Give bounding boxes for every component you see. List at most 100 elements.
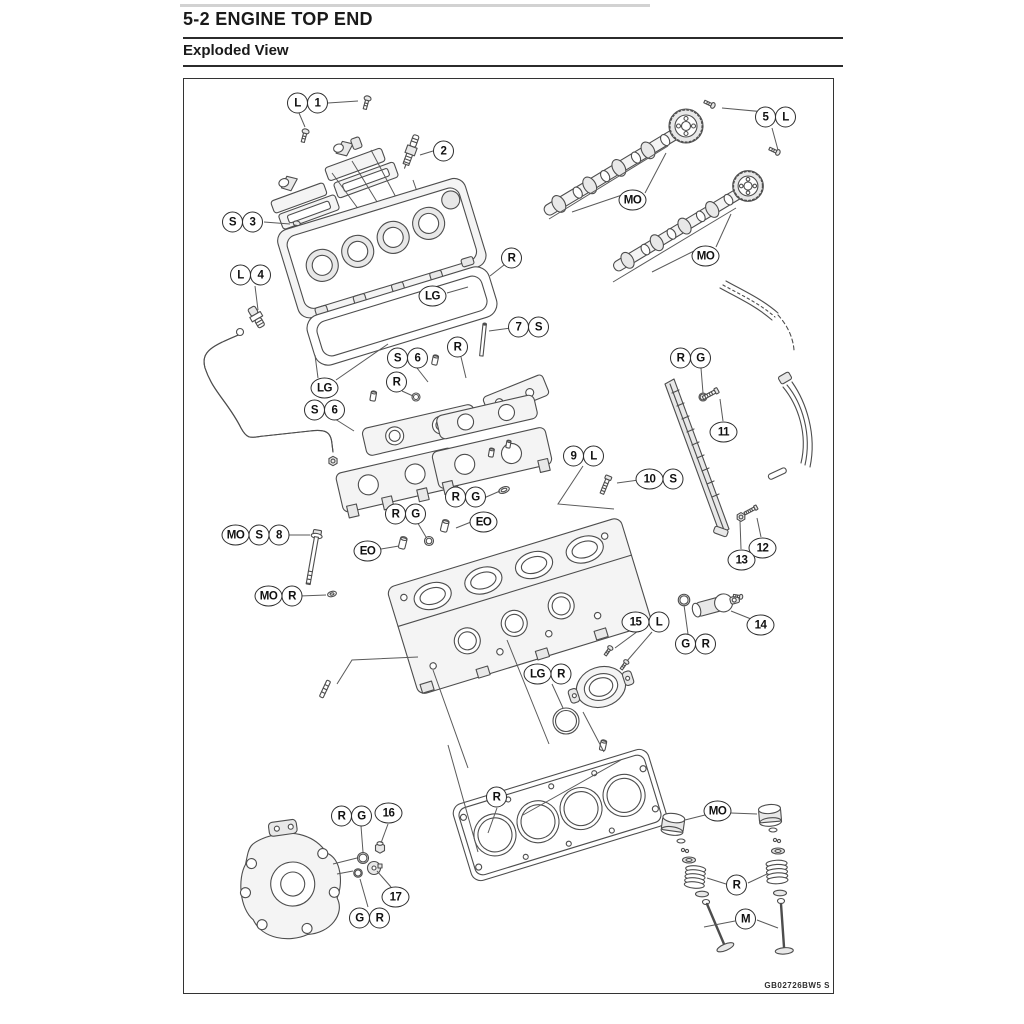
leader-line xyxy=(685,815,705,820)
figure-code: GB02726BW5 S xyxy=(764,981,830,990)
leader-line xyxy=(716,214,731,247)
outlet-screw-2 xyxy=(618,658,631,672)
valve-shim-left xyxy=(677,839,685,843)
ignition-coil-right xyxy=(318,130,386,182)
valve-guide-left xyxy=(397,535,409,551)
dowel-leader xyxy=(583,712,604,752)
outlet-screw-1 xyxy=(602,644,615,658)
leader-line xyxy=(701,368,703,393)
leader-line xyxy=(757,518,761,537)
spring-seat-left xyxy=(696,891,709,897)
coil-screw-1 xyxy=(360,94,373,111)
oil-seal-1 xyxy=(498,485,510,494)
breather-hose xyxy=(204,333,333,452)
cylinder-head xyxy=(386,517,652,696)
valve-spring-left xyxy=(683,864,707,890)
coil-plate-left xyxy=(278,194,340,230)
leader-line xyxy=(684,605,688,634)
sensor-oring xyxy=(677,593,691,607)
leader-line xyxy=(381,824,388,843)
hose-nut xyxy=(328,455,338,467)
leader-line xyxy=(381,546,399,549)
leader-line xyxy=(264,222,290,224)
valve-right xyxy=(770,902,795,956)
leader-line xyxy=(361,826,363,852)
leader-line xyxy=(315,355,318,378)
leader-line xyxy=(456,522,471,528)
spark-plug xyxy=(400,134,421,170)
leader-line xyxy=(328,101,358,103)
leader-line xyxy=(731,813,757,814)
chain-guide-rear xyxy=(768,372,813,481)
leader-line xyxy=(552,684,563,708)
tappet-bucket-right xyxy=(757,803,783,828)
valve-cover xyxy=(275,176,489,321)
leader-line xyxy=(336,344,388,380)
hose-clamp xyxy=(237,329,244,336)
leader-line xyxy=(720,399,723,421)
leader-line xyxy=(627,632,652,661)
leader-line xyxy=(772,128,778,150)
leader-line xyxy=(420,151,433,155)
leader-line xyxy=(731,611,751,619)
breather-fitting xyxy=(246,305,267,330)
page-title: 5-2 ENGINE TOP END xyxy=(183,9,373,29)
nut-13 xyxy=(736,512,746,522)
leader-line xyxy=(489,327,518,331)
cylinder-head-bolt xyxy=(303,529,323,585)
leader-line xyxy=(740,521,741,549)
leader-line xyxy=(707,878,726,884)
rocker-case-2 xyxy=(431,426,554,495)
head-stud-small xyxy=(319,680,330,698)
leader-line xyxy=(300,595,326,596)
tappet-bucket-left xyxy=(659,811,686,838)
leader-line xyxy=(461,357,466,378)
camshaft-intake xyxy=(609,145,782,282)
cover-leader-lines xyxy=(333,858,357,874)
leader-line xyxy=(490,265,504,276)
cover-oring-1 xyxy=(356,851,370,865)
cam-position-sensor xyxy=(690,590,741,620)
head-leader-lines xyxy=(337,640,549,768)
spring-retainer-left xyxy=(683,857,696,863)
valve-cotters-left xyxy=(681,848,688,852)
leader-line xyxy=(704,921,735,927)
leader-line xyxy=(335,419,354,431)
cam-cap-strip-2 xyxy=(436,394,539,440)
rubber-seal-small xyxy=(412,393,420,401)
cover-cap-nut xyxy=(376,842,385,854)
coil-screw-2 xyxy=(298,127,311,144)
spring-retainer-right xyxy=(772,848,785,854)
chain-tensioner-blade xyxy=(665,379,729,537)
valve-guide-right xyxy=(439,518,451,534)
oil-seal-2 xyxy=(425,537,434,546)
subsection-rule xyxy=(183,65,843,67)
valve-stem-seal-right xyxy=(778,899,785,904)
leader-line xyxy=(447,287,468,293)
leader-line xyxy=(377,871,391,887)
stud-7s xyxy=(480,323,487,356)
head-bolt-washer xyxy=(326,589,338,599)
leader-line xyxy=(416,520,426,537)
leader-line xyxy=(558,466,614,509)
leader-line xyxy=(722,108,765,112)
bolt-10 xyxy=(598,474,613,496)
leader-line xyxy=(645,153,666,193)
cam-chain xyxy=(720,281,794,350)
valve-cotters-right xyxy=(773,838,780,842)
subsection-title: Exploded View xyxy=(183,42,289,59)
scan-artifact xyxy=(180,4,650,7)
bolt-12 xyxy=(743,504,759,517)
camshaft-exhaust xyxy=(539,98,717,221)
gasket-bracket-lines xyxy=(448,745,621,852)
leader-line xyxy=(617,479,646,483)
leader-line xyxy=(757,920,778,928)
cylinder-head-gasket xyxy=(451,747,669,883)
water-outlet xyxy=(563,658,638,716)
ignition-coil-left xyxy=(264,165,327,213)
leader-line xyxy=(417,368,428,382)
leader-line xyxy=(299,113,305,127)
cover-oring-2 xyxy=(353,868,363,878)
leader-line xyxy=(477,491,500,501)
